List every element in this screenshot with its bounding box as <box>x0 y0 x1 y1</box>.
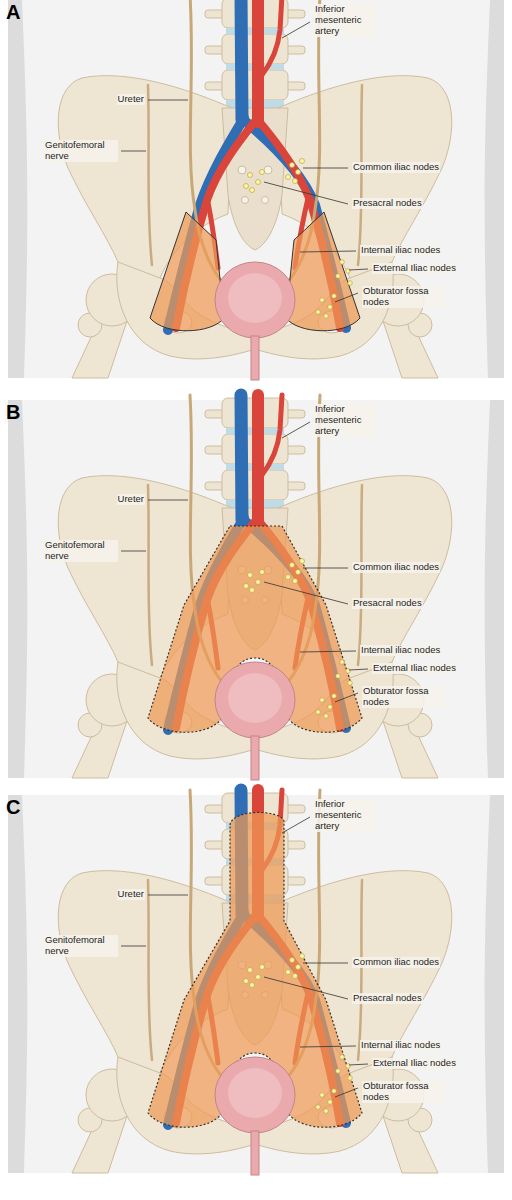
anatomy-label: Internal iliac nodes <box>360 245 441 256</box>
anatomy-label: Common iliac nodes <box>352 957 440 968</box>
anatomy-label: External Iliac nodes <box>372 663 457 674</box>
anatomy-label: Ureter <box>117 94 145 105</box>
anatomy-label: Internal iliac nodes <box>360 645 441 656</box>
anatomy-label: Common iliac nodes <box>352 162 440 173</box>
anatomy-label: Genitofemoral nerve <box>44 935 118 957</box>
anatomy-label: Presacral nodes <box>352 198 423 209</box>
anatomy-label: Internal iliac nodes <box>360 1040 441 1051</box>
panel-b <box>8 395 504 780</box>
anatomy-label: Obturator fossa nodes <box>362 686 444 708</box>
anatomy-label: Ureter <box>117 494 145 505</box>
anatomy-label: Presacral nodes <box>352 598 423 609</box>
anatomy-label: Genitofemoral nerve <box>44 540 118 562</box>
anatomy-label: Genitofemoral nerve <box>44 140 118 162</box>
panel-a <box>8 0 504 380</box>
anatomy-label: Ureter <box>117 889 145 900</box>
anatomy-label: Common iliac nodes <box>352 562 440 573</box>
anatomy-label: Inferior mesenteric artery <box>314 4 376 37</box>
panel-letter: B <box>6 402 20 422</box>
anatomy-label: Inferior mesenteric artery <box>314 799 376 832</box>
anatomy-label: Inferior mesenteric artery <box>314 404 376 437</box>
anatomy-label: Obturator fossa nodes <box>362 286 444 308</box>
anatomy-label: Obturator fossa nodes <box>362 1081 444 1103</box>
panel-letter: C <box>6 797 20 817</box>
panel-c <box>8 790 504 1175</box>
anatomy-label: Presacral nodes <box>352 993 423 1004</box>
anatomy-label: External Iliac nodes <box>372 1058 457 1069</box>
anatomy-label: External Iliac nodes <box>372 263 457 274</box>
panel-letter: A <box>6 2 20 22</box>
